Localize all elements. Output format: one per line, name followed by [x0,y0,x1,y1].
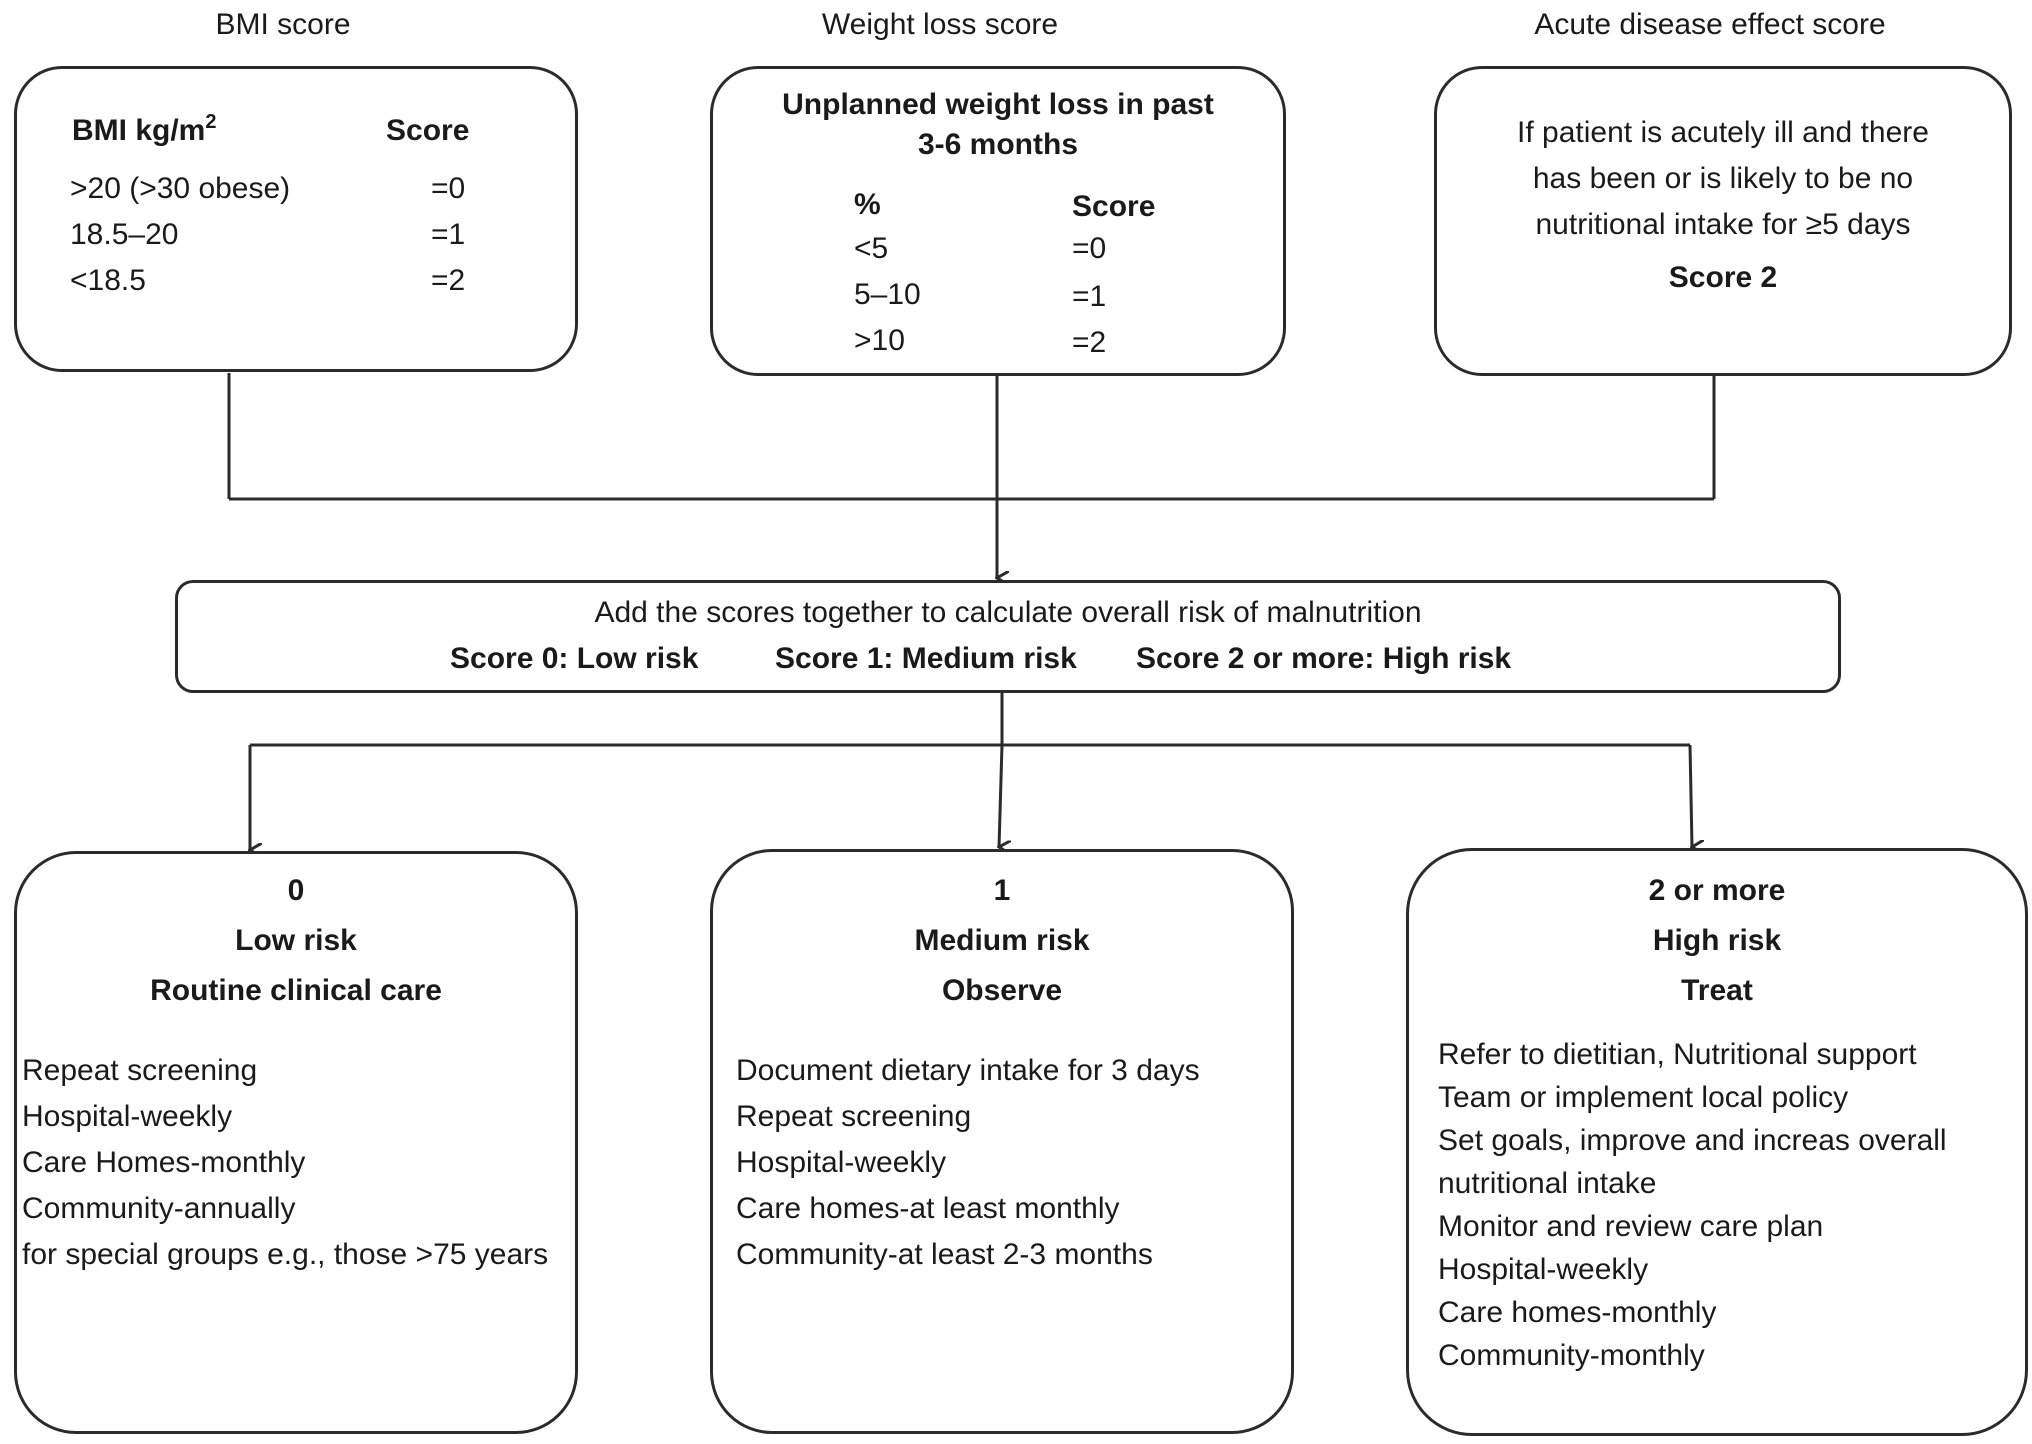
acute-disease-score: Score 2 [1668,261,1778,294]
medium-risk-item: Document dietary intake for 3 days [736,1054,1200,1087]
medium-risk-box [710,849,1294,1434]
acute-disease-line1: If patient is acutely ill and there [1517,116,1929,149]
bmi-range-row-1: 18.5–20 [70,218,179,251]
high-risk-item: Care homes-monthly [1438,1296,1717,1329]
low-risk-item: Repeat screening [22,1054,258,1087]
high-risk-item: Team or implement local policy [1438,1081,1849,1114]
low-risk-item: Community-annually [22,1192,296,1225]
acute-disease-line2: has been or is likely to be no [1532,162,1914,195]
low-risk-item: Hospital-weekly [22,1100,233,1133]
overall-risk-box [175,580,1841,693]
risk-legend-high: Score 2 or more: High risk [1136,642,1512,675]
low-risk-item: Care Homes-monthly [22,1146,306,1179]
high-risk-box [1406,848,2028,1436]
high-risk-item: Monitor and review care plan [1438,1210,1824,1243]
weight-loss-title-line1: Unplanned weight loss in past [782,88,1214,121]
medium-risk-item: Care homes-at least monthly [736,1192,1120,1225]
low-risk-score: 0 [287,874,305,907]
medium-arrow [999,744,1002,847]
bmi-score-column-header: Score [386,114,470,147]
medium-risk-item: Community-at least 2-3 months [736,1238,1153,1271]
weight-loss-score-row-1: =1 [1072,280,1107,313]
medium-risk-score: 1 [993,874,1011,907]
bmi-column-header: BMI kg/m2 [72,111,217,147]
bmi-score-row-2: =2 [431,264,466,297]
risk-legend-medium: Score 1: Medium risk [775,642,1077,675]
acute-disease-score-box [1434,66,2012,376]
weight-loss-range-row-0: <5 [854,232,889,265]
high-risk-action: Treat [1681,974,1753,1007]
high-risk-item: Hospital-weekly [1438,1253,1649,1286]
bmi-score-row-1: =1 [431,218,466,251]
weight-loss-range-row-2: >10 [854,324,905,357]
medium-risk-item: Hospital-weekly [736,1146,947,1179]
low-risk-action: Routine clinical care [150,974,442,1007]
weight-loss-score-row-2: =2 [1072,326,1107,359]
overall-risk-instruction: Add the scores together to calculate ove… [594,596,1422,629]
header-bmi-score: BMI score [215,8,351,41]
weight-loss-percent-header: % [854,188,881,221]
high-risk-item: nutritional intake [1438,1167,1657,1200]
low-risk-label: Low risk [235,924,357,957]
high-risk-item: Set goals, improve and increas overall [1438,1124,1947,1157]
bmi-score-box [14,66,578,372]
medium-risk-action: Observe [941,974,1063,1007]
high-risk-score: 2 or more [1648,874,1786,907]
medium-risk-item: Repeat screening [736,1100,972,1133]
medium-risk-label: Medium risk [914,924,1090,957]
high-risk-item: Community-monthly [1438,1339,1705,1372]
high-arrow [1688,744,1692,847]
high-risk-label: High risk [1652,924,1782,957]
weight-loss-score-header: Score [1072,190,1156,223]
low-risk-box [14,851,578,1434]
acute-disease-line3: nutritional intake for ≥5 days [1535,208,1911,241]
risk-legend-low: Score 0: Low risk [450,642,699,675]
header-acute-disease-score: Acute disease effect score [1534,8,1886,41]
weight-loss-range-row-1: 5–10 [854,278,921,311]
bmi-range-row-2: <18.5 [70,264,146,297]
high-risk-item: Refer to dietitian, Nutritional support [1438,1038,1917,1071]
low-risk-item: for special groups e.g., those >75 years [22,1238,549,1271]
bmi-score-row-0: =0 [431,172,466,205]
weight-loss-score-row-0: =0 [1072,232,1107,265]
header-weight-loss-score: Weight loss score [821,8,1059,41]
weight-loss-title-line2: 3-6 months [917,128,1079,161]
bmi-range-row-0: >20 (>30 obese) [70,172,291,205]
weight-loss-score-box [710,66,1286,376]
